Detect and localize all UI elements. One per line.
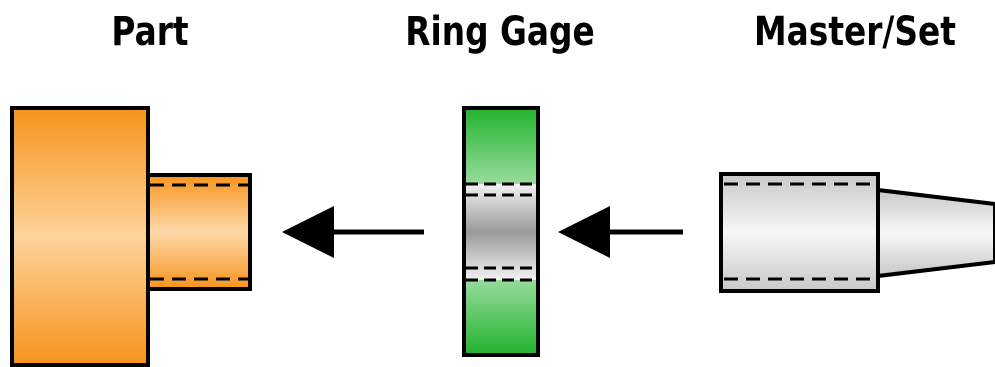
ring-gage-label: Ring Gage [405,9,595,55]
part [10,106,252,367]
arrow-left-icon [558,206,683,258]
master-set-label: Master/Set [754,9,956,55]
arrow-left-icon [282,206,424,258]
part-label: Part [111,9,189,55]
part-shaft [146,173,252,291]
master-set [719,172,995,293]
master-plug [719,172,880,293]
ring-gage-bore [466,184,536,280]
ring-gage [462,106,540,357]
master-handle [876,187,995,279]
part-body [10,106,150,367]
